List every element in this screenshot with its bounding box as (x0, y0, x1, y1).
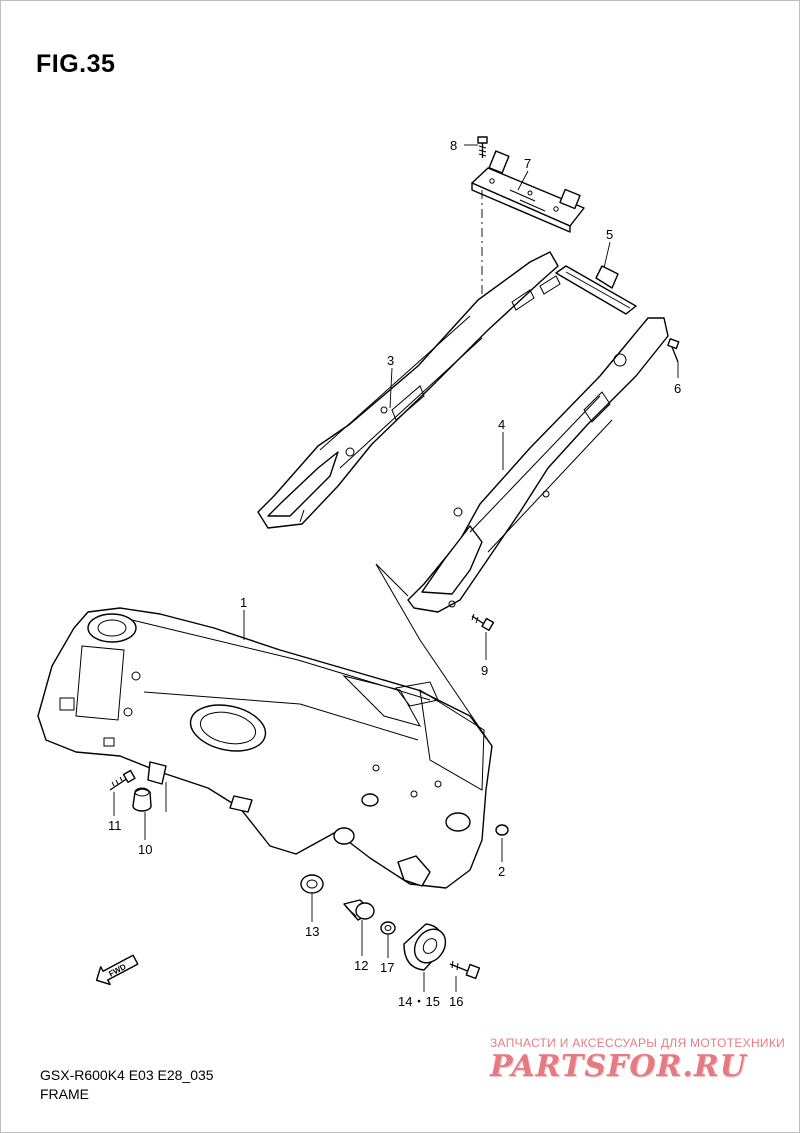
part-5-cross-brace[interactable] (555, 265, 637, 315)
part-16-bolt[interactable] (449, 960, 481, 980)
part-17-washer[interactable] (380, 921, 396, 935)
callout-6: 6 (674, 381, 681, 396)
callout-16: 16 (449, 994, 463, 1009)
part-10-collar[interactable] (132, 787, 152, 812)
leader-lines (113, 144, 679, 992)
part-4-right-seat-rail[interactable] (407, 317, 669, 613)
callout-3: 3 (387, 353, 394, 368)
callout-5: 5 (606, 227, 613, 242)
callout-13: 13 (305, 924, 319, 939)
part-3-left-seat-rail[interactable] (257, 251, 561, 529)
part-13-nut[interactable] (300, 874, 324, 894)
part-6-bolt[interactable] (667, 338, 680, 363)
callout-14-15: 14・15 (398, 994, 440, 1009)
figure-caption: FRAME (40, 1086, 89, 1102)
watermark-logo: PARTSFOR.RU (490, 1049, 747, 1084)
part-9-bolt[interactable] (471, 613, 495, 632)
callout-7: 7 (524, 156, 531, 171)
part-8-bolt[interactable] (477, 136, 488, 158)
part-1-main-frame[interactable] (37, 607, 493, 889)
part-12-bolt[interactable] (343, 899, 375, 921)
callout-12: 12 (354, 958, 368, 973)
figure-title: FIG.35 (36, 50, 116, 78)
callout-17: 17 (380, 960, 394, 975)
part-2-plug[interactable] (495, 824, 509, 836)
callout-1: 1 (240, 595, 247, 610)
callout-10: 10 (138, 842, 152, 857)
callout-2: 2 (498, 864, 505, 879)
callout-9: 9 (481, 663, 488, 678)
callout-11: 11 (108, 818, 122, 833)
mount-guide-line-upper (375, 563, 409, 597)
model-code: GSX-R600K4 E03 E28_035 (40, 1067, 214, 1083)
watermark-tagline: ЗАПЧАСТИ И АКСЕССУАРЫ ДЛЯ МОТОТЕХНИКИ (490, 1036, 786, 1050)
callout-4: 4 (498, 417, 505, 432)
mount-guide-line (375, 563, 493, 747)
part-11-bolt[interactable] (109, 769, 136, 791)
fwd-arrow-icon: FWD (95, 954, 139, 986)
part-7-bracket[interactable] (471, 150, 585, 233)
callout-8: 8 (450, 138, 457, 153)
part-14-15-damper[interactable] (403, 923, 452, 971)
